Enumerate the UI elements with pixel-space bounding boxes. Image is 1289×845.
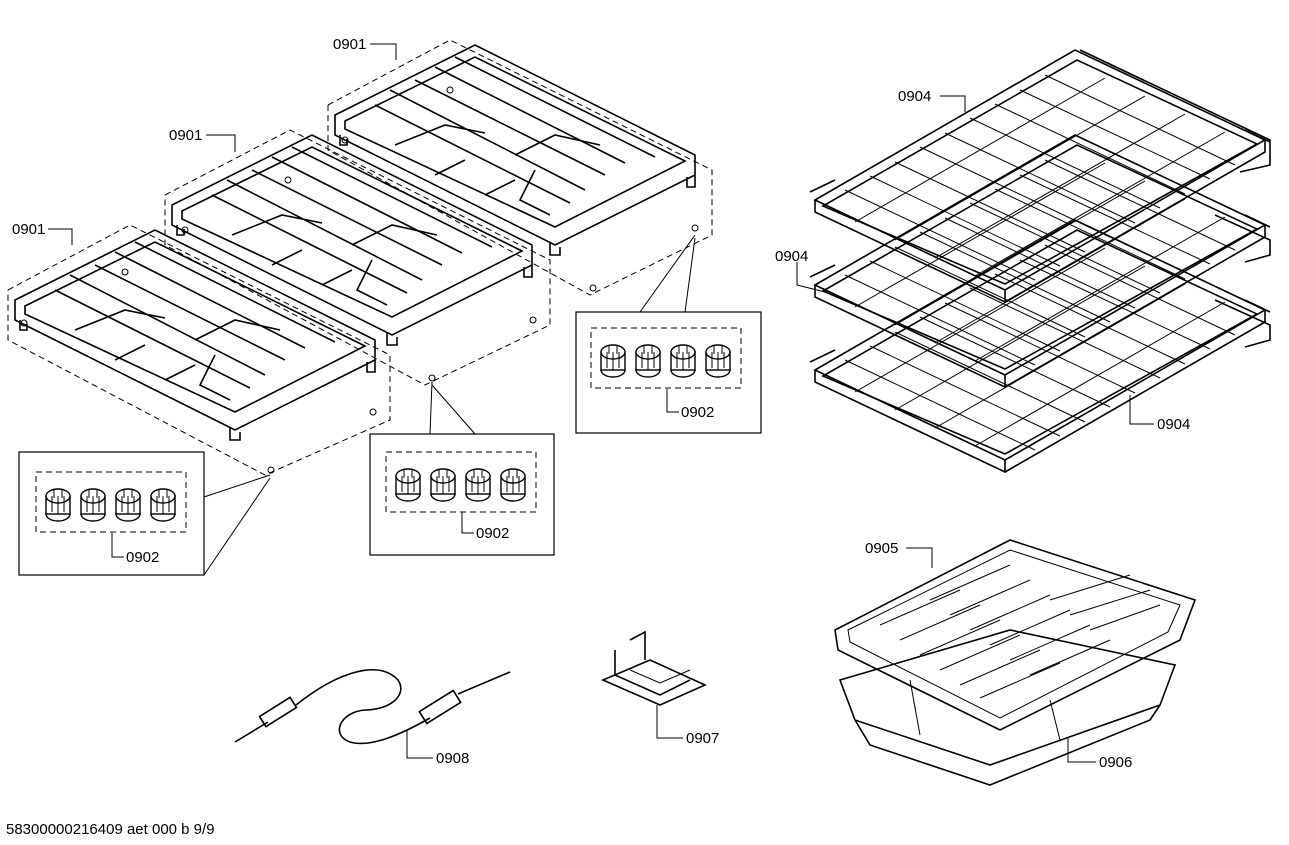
label-grate-right: 0901 — [333, 36, 397, 60]
meat-probe — [234, 669, 511, 745]
label-broil-insert: 0905 — [865, 540, 933, 568]
callout-0901-right: 0901 — [333, 36, 366, 53]
label-probe: 0908 — [406, 730, 469, 767]
broil-pan — [838, 629, 1177, 786]
callout-0901-center: 0901 — [169, 127, 202, 144]
callout-0902-left: 0902 — [126, 549, 159, 566]
rack-middle — [809, 134, 1271, 388]
callout-0902-center: 0902 — [476, 525, 509, 542]
feet-box-left: 0902 — [18, 451, 271, 576]
label-rack-bottom: 0904 — [1129, 395, 1190, 433]
label-rack-middle: 0904 — [775, 248, 826, 293]
grate-right — [327, 39, 713, 296]
rack-bottom — [809, 219, 1271, 473]
callout-0906: 0906 — [1099, 754, 1132, 771]
feet-box-center: 0902 — [369, 381, 555, 556]
callout-0908: 0908 — [436, 750, 469, 767]
callout-0901-left: 0901 — [12, 221, 45, 238]
label-broil-pan: 0906 — [1067, 738, 1132, 771]
label-rack-top: 0904 — [898, 88, 966, 112]
callout-0905: 0905 — [865, 540, 898, 557]
callout-0904-bottom: 0904 — [1157, 416, 1190, 433]
label-grate-center: 0901 — [169, 127, 236, 152]
bracket — [600, 630, 707, 706]
broil-pan-insert — [834, 539, 1197, 731]
label-grate-left: 0901 — [12, 221, 73, 245]
callout-0904-middle: 0904 — [775, 248, 808, 265]
callout-0907: 0907 — [686, 730, 719, 747]
rack-top — [809, 49, 1271, 303]
label-bracket: 0907 — [656, 705, 719, 747]
grate-left — [7, 224, 391, 476]
grate-center — [164, 129, 551, 386]
callout-0904-top: 0904 — [898, 88, 931, 105]
document-footer-code: 58300000216409 aet 000 b 9/9 — [6, 821, 215, 838]
feet-box-right: 0902 — [575, 234, 762, 434]
callout-0902-right: 0902 — [681, 404, 714, 421]
